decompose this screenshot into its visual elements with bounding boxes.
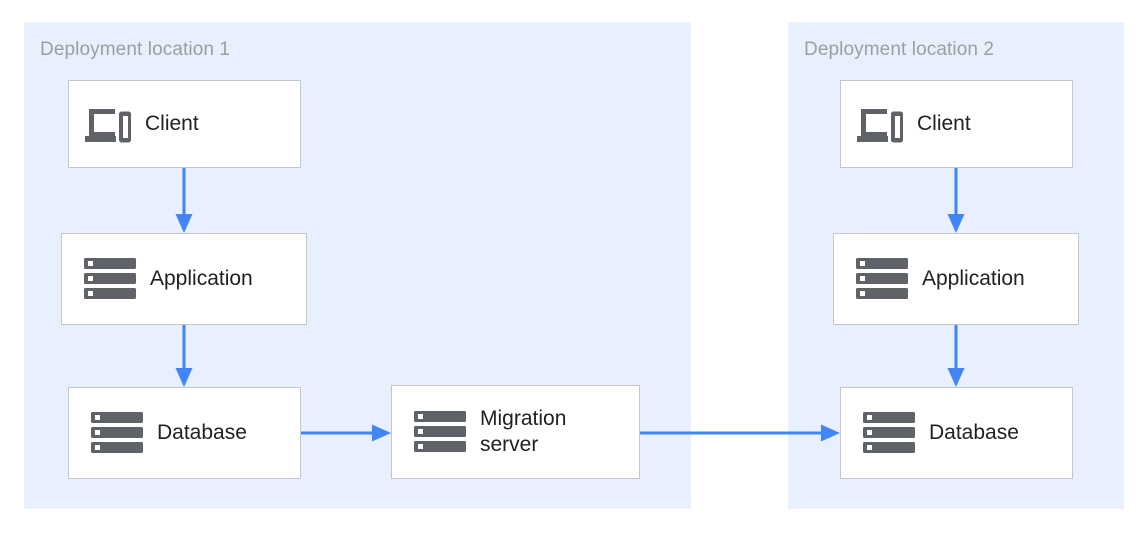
node-client1[interactable]: Client [68, 80, 301, 168]
server-stack-icon-wrapper [414, 411, 466, 453]
devices-icon [85, 109, 131, 143]
server-stack-icon-wrapper [84, 258, 136, 300]
node-label: Application [922, 267, 1025, 290]
node-label: Database [929, 421, 1019, 444]
server-stack-icon [414, 411, 466, 452]
zone-label: Deployment location 1 [40, 39, 231, 60]
node-db1[interactable]: Database [68, 387, 301, 479]
node-label: Client [145, 112, 199, 135]
node-label: Application [150, 267, 253, 290]
server-stack-icon-wrapper [91, 412, 143, 454]
devices-icon-wrapper [857, 103, 903, 145]
server-stack-icon [856, 258, 908, 299]
server-stack-icon [91, 412, 143, 453]
node-db2[interactable]: Database [840, 387, 1073, 479]
node-migration[interactable]: Migration server [391, 385, 640, 479]
node-label: Client [917, 112, 971, 135]
devices-icon-wrapper [85, 103, 131, 145]
node-label: Database [157, 421, 247, 444]
node-app1[interactable]: Application [61, 233, 307, 325]
server-stack-icon [863, 412, 915, 453]
server-stack-icon-wrapper [863, 412, 915, 454]
server-stack-icon-wrapper [856, 258, 908, 300]
zone-label: Deployment location 2 [804, 39, 995, 60]
node-app2[interactable]: Application [833, 233, 1079, 325]
node-label: Migration server [480, 407, 567, 456]
devices-icon [857, 109, 903, 143]
node-client2[interactable]: Client [840, 80, 1073, 168]
server-stack-icon [84, 258, 136, 299]
